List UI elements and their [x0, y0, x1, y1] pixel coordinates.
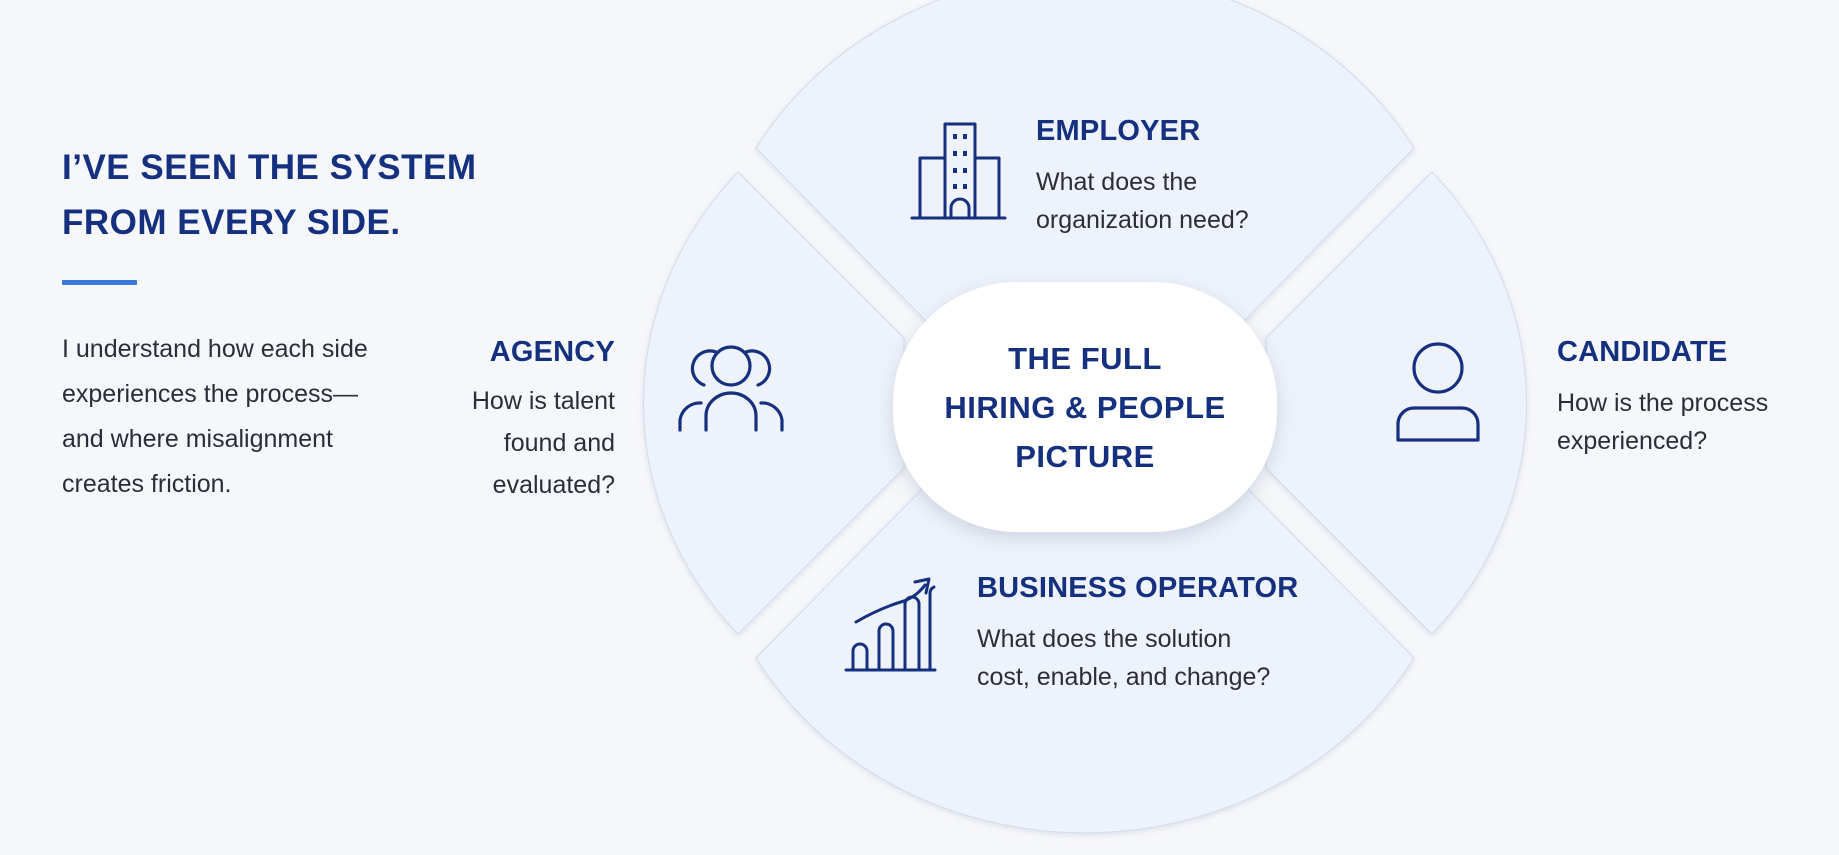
agency-label: AGENCY How is talent found and evaluated…: [415, 334, 615, 506]
agency-question-line: found and: [503, 429, 615, 457]
business-operator-question-line: cost, enable, and change?: [977, 663, 1271, 691]
headline: I’VE SEEN THE SYSTEM FROM EVERY SIDE.: [62, 140, 502, 250]
center-label-line: PICTURE: [1015, 438, 1155, 474]
candidate-question-line: experienced?: [1557, 427, 1708, 455]
center-label-line: THE FULL: [1008, 340, 1162, 376]
business-operator-question: What does the solution cost, enable, and…: [977, 620, 1317, 696]
agency-question-line: evaluated?: [492, 471, 615, 499]
candidate-label: CANDIDATE How is the process experienced…: [1557, 334, 1837, 460]
business-operator-label: BUSINESS OPERATOR What does the solution…: [977, 570, 1317, 696]
employer-title: EMPLOYER: [1036, 115, 1201, 147]
business-operator-segment: [755, 483, 1415, 834]
employer-question-line: What does the: [1036, 168, 1198, 196]
segments-group: [642, 0, 1528, 834]
intro-body-line: creates friction.: [62, 470, 232, 498]
growth-chart-icon: [844, 577, 937, 672]
business-operator-title: BUSINESS OPERATOR: [977, 572, 1299, 604]
center-label: THE FULL HIRING & PEOPLE PICTURE: [893, 282, 1277, 532]
agency-question-line: How is talent: [471, 387, 615, 415]
employer-question-line: organization need?: [1036, 206, 1249, 234]
intro-body-line: and where misalignment: [62, 425, 333, 453]
candidate-title: CANDIDATE: [1557, 336, 1728, 368]
candidate-question: How is the process experienced?: [1557, 384, 1837, 460]
people-group-icon: [678, 345, 784, 432]
intro-body-line: I understand how each side: [62, 335, 368, 363]
agency-title: AGENCY: [489, 336, 615, 368]
employer-question: What does the organization need?: [1036, 163, 1356, 239]
office-building-icon: [910, 122, 1007, 220]
intro-body: I understand how each side experiences t…: [62, 327, 502, 507]
accent-rule: [62, 280, 137, 285]
intro-body-line: experiences the process—: [62, 380, 358, 408]
person-icon: [1396, 342, 1480, 442]
center-block: [893, 282, 1277, 532]
agency-question: How is talent found and evaluated?: [415, 380, 615, 506]
candidate-segment: [1265, 171, 1528, 635]
center-label-line: HIRING & PEOPLE: [944, 389, 1226, 425]
headline-line: I’VE SEEN THE SYSTEM: [62, 148, 477, 187]
candidate-question-line: How is the process: [1557, 389, 1769, 417]
intro-panel: I’VE SEEN THE SYSTEM FROM EVERY SIDE. I …: [62, 140, 502, 507]
employer-segment: [755, 0, 1415, 323]
business-operator-question-line: What does the solution: [977, 625, 1232, 653]
employer-label: EMPLOYER What does the organization need…: [1036, 113, 1356, 239]
agency-segment: [642, 171, 905, 635]
headline-line: FROM EVERY SIDE.: [62, 203, 401, 242]
